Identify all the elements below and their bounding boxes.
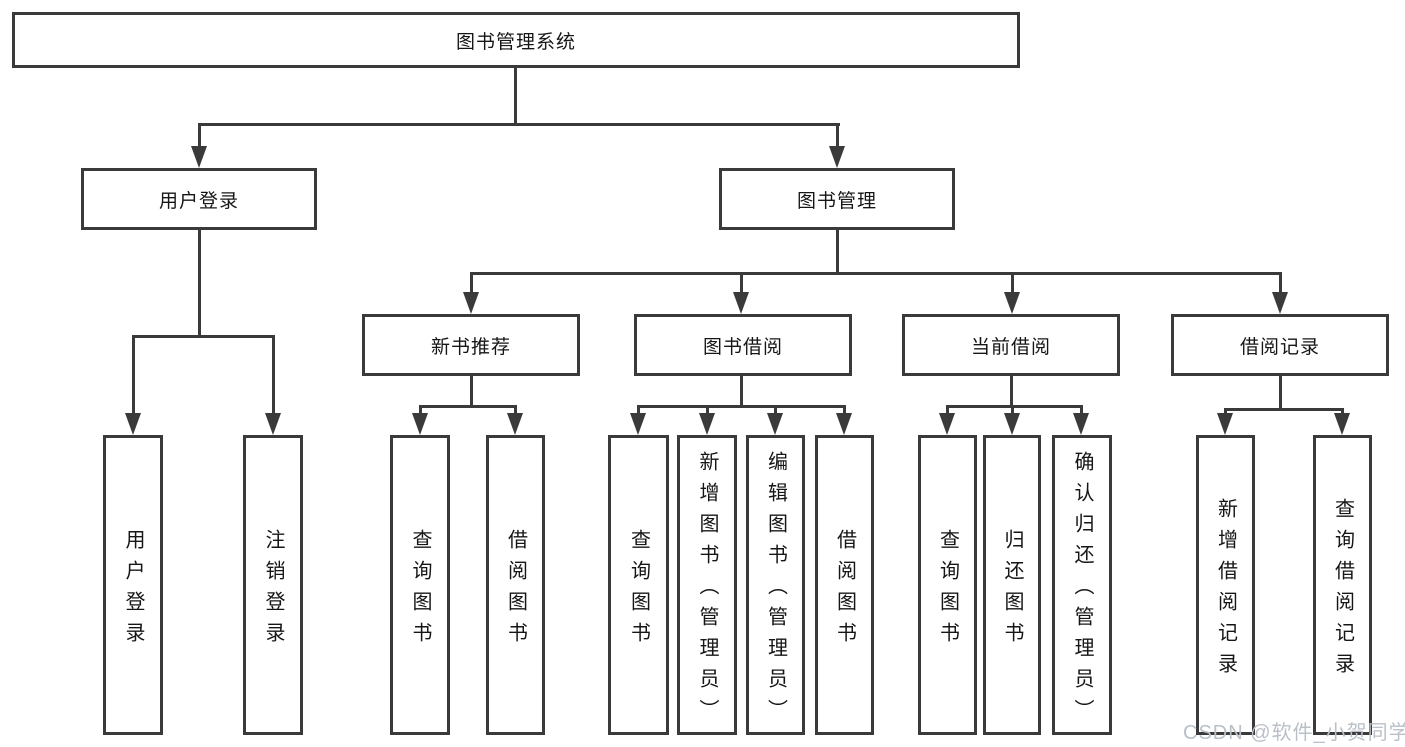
node-borrowing-records-label: 借阅记录 [1239, 336, 1320, 358]
arrow-down-icon [463, 292, 479, 314]
leaf-cb-confirm-return-admin-label: 确认归还（管理员） [1071, 451, 1093, 730]
edge-root-stem [514, 68, 517, 123]
leaf-rec-query-books: 查询图书 [390, 435, 450, 735]
arrow-down-icon [836, 413, 852, 435]
arrow-down-icon [125, 413, 141, 435]
edge-current-borrow-stem [1011, 272, 1014, 293]
arrow-down-icon [829, 146, 845, 168]
arrow-down-icon [265, 413, 281, 435]
node-current-borrowing: 当前借阅 [902, 314, 1120, 376]
edge-book-borrow-down [740, 376, 743, 405]
edge-book-mgmt-down [836, 230, 839, 272]
arrow-down-icon [699, 413, 715, 435]
edge-book-borrow-stem [740, 272, 743, 293]
edge-new-rec-stem [470, 272, 473, 293]
leaf-br-add-record-label: 新增借阅记录 [1214, 497, 1237, 684]
arrow-down-icon [1217, 413, 1233, 435]
arrow-down-icon [1004, 292, 1020, 314]
edge-borrow-records-hbar [1224, 408, 1344, 411]
edge-rec-query-stem [419, 405, 422, 415]
arrow-down-icon [507, 413, 523, 435]
edge-rec-borrow-stem [514, 405, 517, 415]
leaf-cb-confirm-return-admin: 确认归还（管理员） [1052, 435, 1112, 735]
node-book-management-label: 图书管理 [796, 190, 877, 212]
leaf-bb-borrow-books: 借阅图书 [815, 435, 874, 735]
edge-bb-borrow-stem [843, 405, 846, 415]
edge-cb-return-stem [1011, 405, 1014, 415]
leaf-cb-query-books: 查询图书 [918, 435, 977, 735]
edge-current-borrow-hbar [946, 405, 1083, 408]
edge-br-add-stem [1224, 408, 1227, 416]
node-user-login-label: 用户登录 [158, 190, 239, 212]
leaf-logout-login: 注销登录 [243, 435, 303, 735]
node-book-borrowing-label: 图书借阅 [702, 336, 783, 358]
node-book-borrowing: 图书借阅 [634, 314, 852, 376]
edge-book-mgmt-stem [836, 123, 839, 149]
node-root-label: 图书管理系统 [455, 31, 576, 53]
arrow-down-icon [733, 292, 749, 314]
edge-current-borrow-down [1010, 376, 1013, 405]
node-borrowing-records: 借阅记录 [1171, 314, 1389, 376]
leaf-bb-add-books-admin: 新增图书（管理员） [677, 435, 737, 735]
leaf-br-add-record: 新增借阅记录 [1196, 435, 1255, 735]
leaf-bb-query-books-label: 查询图书 [627, 528, 650, 653]
edge-cb-confirm-stem [1080, 405, 1083, 415]
edge-user-login-down [198, 230, 201, 335]
leaf-logout-login-label: 注销登录 [262, 528, 284, 653]
watermark: CSDN @软件_小贺同学 [1183, 722, 1405, 744]
leaf-rec-borrow-books: 借阅图书 [486, 435, 545, 735]
leaf-user-login-label: 用户登录 [122, 528, 144, 653]
arrow-down-icon [191, 146, 207, 168]
edge-new-rec-down [470, 376, 473, 405]
edge-bb-query-stem [637, 405, 640, 415]
node-root: 图书管理系统 [12, 12, 1020, 68]
edge-user-login-stem [198, 123, 201, 149]
node-book-management: 图书管理 [719, 168, 955, 230]
edge-root-hbar [198, 123, 840, 126]
leaf-br-query-record-label: 查询借阅记录 [1331, 497, 1354, 684]
edge-book-borrow-hbar [637, 405, 845, 408]
leaf-cb-query-books-label: 查询图书 [936, 528, 959, 653]
edge-leaf-logout-stem [272, 335, 275, 415]
leaf-cb-return-books-label: 归还图书 [1001, 528, 1023, 653]
leaf-bb-query-books: 查询图书 [608, 435, 669, 735]
arrow-down-icon [1272, 292, 1288, 314]
arrow-down-icon [1004, 413, 1020, 435]
edge-borrow-records-stem [1279, 272, 1282, 293]
leaf-bb-add-books-admin-label: 新增图书（管理员） [696, 451, 718, 730]
leaf-user-login: 用户登录 [103, 435, 163, 735]
leaf-bb-edit-books-admin: 编辑图书（管理员） [746, 435, 805, 735]
leaf-rec-borrow-books-label: 借阅图书 [504, 528, 527, 653]
arrow-down-icon [939, 413, 955, 435]
edge-br-query-stem [1341, 408, 1344, 416]
edge-new-rec-hbar [419, 405, 517, 408]
node-new-book-recommend: 新书推荐 [362, 314, 580, 376]
leaf-br-query-record: 查询借阅记录 [1313, 435, 1372, 735]
edge-bb-edit-stem [774, 405, 777, 415]
edge-user-login-hbar [132, 335, 275, 338]
arrow-down-icon [767, 413, 783, 435]
edge-leaf-user-login-stem [132, 335, 135, 415]
node-user-login: 用户登录 [81, 168, 317, 230]
leaf-cb-return-books: 归还图书 [983, 435, 1041, 735]
leaf-bb-edit-books-admin-label: 编辑图书（管理员） [764, 451, 787, 730]
edge-cb-query-stem [946, 405, 949, 415]
edge-book-mgmt-hbar [470, 272, 1282, 275]
edge-borrow-records-down [1279, 376, 1282, 408]
arrow-down-icon [1334, 413, 1350, 435]
arrow-down-icon [412, 413, 428, 435]
edge-bb-add-stem [706, 405, 709, 415]
arrow-down-icon [630, 413, 646, 435]
node-new-book-recommend-label: 新书推荐 [430, 336, 511, 358]
leaf-rec-query-books-label: 查询图书 [409, 528, 431, 653]
node-current-borrowing-label: 当前借阅 [970, 336, 1051, 358]
arrow-down-icon [1073, 413, 1089, 435]
leaf-bb-borrow-books-label: 借阅图书 [833, 528, 856, 653]
